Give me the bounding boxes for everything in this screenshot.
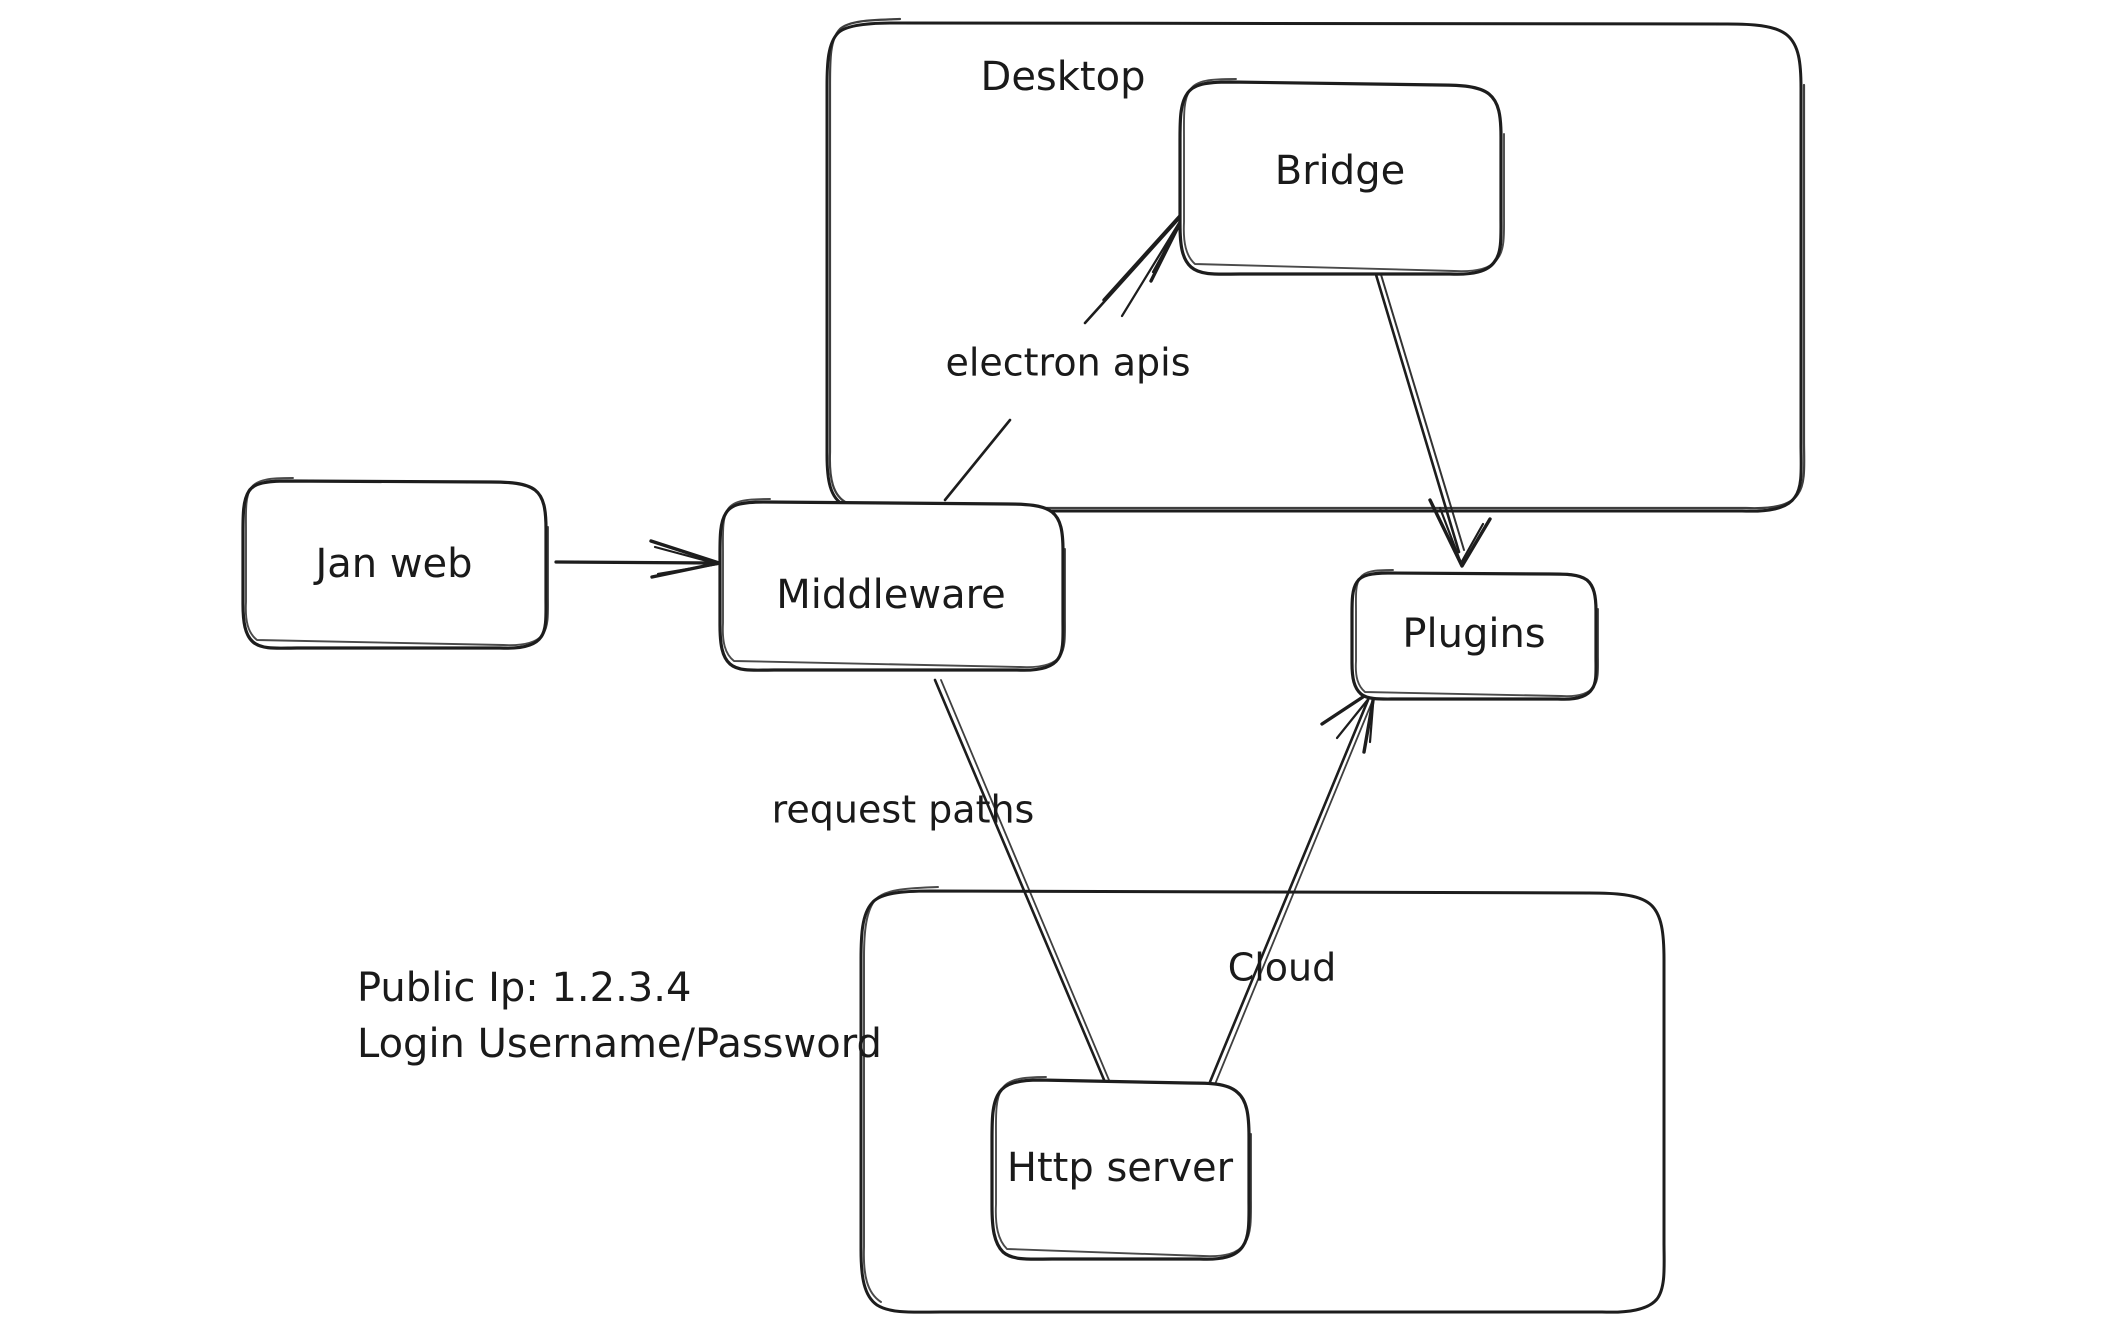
node-http-server-border-sketch — [994, 1076, 1252, 1258]
node-jan-web-border-sketch — [244, 477, 550, 647]
edge-jan-web-to-middleware[interactable] — [554, 539, 721, 579]
edge-line — [1203, 698, 1370, 1096]
node-middleware-label: Middleware — [776, 572, 1006, 618]
edge-label-request-paths: request paths — [772, 788, 1035, 832]
node-middleware-border-sketch — [721, 498, 1067, 669]
node-plugins-border-sketch — [1354, 569, 1600, 698]
edge-middleware-to-http-server[interactable]: request paths — [772, 678, 1115, 1096]
note-block: Public Ip: 1.2.3.4 Login Username/Passwo… — [357, 965, 882, 1067]
edge-line-sketch — [940, 679, 1115, 1093]
node-bridge-border-sketch — [1182, 78, 1505, 273]
node-http-server[interactable]: Http server — [990, 1076, 1252, 1261]
arrow-head-icon — [649, 539, 721, 579]
node-middleware-border — [718, 500, 1065, 672]
edge-middleware-to-bridge[interactable]: electron apis — [943, 205, 1191, 502]
node-http-server-label: Http server — [1007, 1145, 1234, 1191]
arrow-head-icon-sketch — [653, 545, 720, 576]
node-jan-web[interactable]: Jan web — [241, 477, 550, 650]
group-cloud-border — [859, 889, 1666, 1314]
edge-line — [554, 560, 718, 565]
node-jan-web-border — [241, 479, 548, 650]
node-plugins[interactable]: Plugins — [1350, 569, 1600, 701]
edge-label-electron-apis: electron apis — [945, 341, 1190, 385]
group-desktop-border — [825, 21, 1803, 513]
edge-line — [943, 418, 1012, 502]
note-public-ip: Public Ip: 1.2.3.4 — [357, 965, 691, 1011]
arrow-head-icon — [1428, 498, 1492, 568]
edge-line — [933, 678, 1112, 1096]
arrow-head-icon-sketch — [1120, 208, 1189, 318]
node-bridge-label: Bridge — [1275, 148, 1405, 194]
node-bridge[interactable]: Bridge — [1178, 78, 1505, 276]
group-cloud-border-sketch — [862, 886, 939, 1303]
edge-line-sketch — [1378, 267, 1465, 551]
group-cloud[interactable] — [859, 886, 1666, 1314]
group-desktop-label: Desktop — [981, 54, 1146, 100]
node-plugins-border — [1350, 571, 1598, 701]
node-bridge-border — [1178, 80, 1503, 276]
edge-line-sketch — [1210, 701, 1373, 1095]
node-plugins-label: Plugins — [1402, 611, 1545, 657]
edge-http-server-to-plugins[interactable]: Cloud — [1203, 687, 1377, 1096]
group-desktop[interactable]: Desktop — [825, 17, 1806, 513]
edge-line — [1372, 266, 1461, 554]
node-middleware[interactable]: Middleware — [718, 498, 1067, 672]
edge-bridge-to-plugins[interactable] — [1372, 266, 1492, 568]
note-login: Login Username/Password — [357, 1021, 882, 1067]
edge-label-cloud: Cloud — [1228, 946, 1337, 990]
node-jan-web-label: Jan web — [312, 541, 472, 587]
arrow-head-icon-sketch — [1438, 506, 1485, 565]
node-http-server-border — [990, 1078, 1251, 1261]
arrow-head-icon — [1102, 205, 1190, 302]
